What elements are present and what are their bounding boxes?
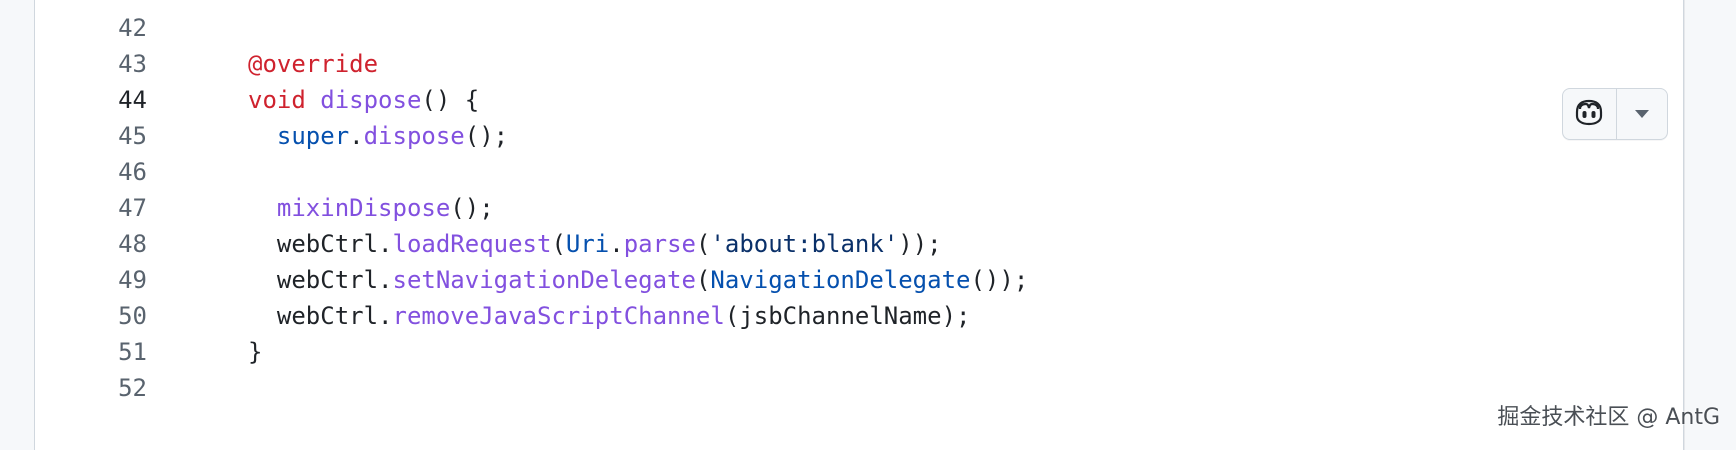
code-token-plain: webCtrl. xyxy=(248,230,393,258)
line-number[interactable]: 44 xyxy=(118,86,147,114)
line-number[interactable]: 43 xyxy=(118,50,147,78)
code-token-plain: webCtrl. xyxy=(248,302,393,330)
line-number[interactable]: 45 xyxy=(118,122,147,150)
code-token-function: removeJavaScriptChannel xyxy=(392,302,725,330)
code-token-type: Uri xyxy=(565,230,610,258)
copilot-button[interactable] xyxy=(1563,89,1617,139)
line-code: mixinDispose(); xyxy=(248,188,494,228)
code-token-function: dispose xyxy=(320,86,422,114)
code-token-function: parse xyxy=(623,230,696,258)
code-token-string: 'about:blank' xyxy=(710,230,899,258)
watermark: 掘金技术社区 @ AntG xyxy=(1497,405,1720,430)
code-line-46: 46 xyxy=(35,152,1683,192)
code-line-42: 42 xyxy=(35,8,1683,48)
line-number[interactable]: 46 xyxy=(118,158,147,186)
code-token-plain: (); xyxy=(450,194,494,222)
copilot-dropdown-button[interactable] xyxy=(1617,89,1667,139)
code-line-49: 49 webCtrl.setNavigationDelegate(Navigat… xyxy=(35,260,1683,300)
code-token-plain: . xyxy=(609,230,624,258)
code-token-plain: ( xyxy=(551,230,566,258)
line-code: @override xyxy=(248,44,378,84)
code-token-keyword: void xyxy=(248,86,306,114)
code-token-plain: } xyxy=(248,338,263,366)
code-token-plain: ()); xyxy=(970,266,1029,294)
code-token-type: NavigationDelegate xyxy=(710,266,971,294)
code-line-50: 50 webCtrl.removeJavaScriptChannel(jsbCh… xyxy=(35,296,1683,336)
code-token-function: dispose xyxy=(363,122,465,150)
code-token-plain: )); xyxy=(898,230,942,258)
code-token-plain: (jsbChannelName); xyxy=(724,302,971,330)
copilot-icon xyxy=(1573,98,1605,130)
line-number[interactable]: 48 xyxy=(118,230,147,258)
line-number[interactable]: 50 xyxy=(118,302,147,330)
code-token-function: loadRequest xyxy=(392,230,552,258)
line-number[interactable]: 47 xyxy=(118,194,147,222)
line-number[interactable]: 49 xyxy=(118,266,147,294)
line-code: webCtrl.removeJavaScriptChannel(jsbChann… xyxy=(248,296,971,336)
code-line-52: 52 xyxy=(35,368,1683,408)
code-token-plain xyxy=(248,194,277,222)
code-token-plain xyxy=(248,122,277,150)
code-line-44: 44 void dispose() { xyxy=(35,80,1683,120)
scrollbar-area[interactable] xyxy=(1684,0,1736,450)
code-token-function: setNavigationDelegate xyxy=(392,266,696,294)
code-line-48: 48 webCtrl.loadRequest(Uri.parse('about:… xyxy=(35,224,1683,264)
line-number[interactable]: 42 xyxy=(118,14,147,42)
code-line-45: 45 super.dispose(); xyxy=(35,116,1683,156)
code-token-plain: webCtrl. xyxy=(248,266,393,294)
line-code: void dispose() { xyxy=(248,80,479,120)
line-number[interactable]: 51 xyxy=(118,338,147,366)
line-code: webCtrl.loadRequest(Uri.parse('about:bla… xyxy=(248,224,942,264)
code-line-43: 43 @override xyxy=(35,44,1683,84)
copilot-button-group[interactable] xyxy=(1562,88,1668,140)
code-token-builtin: super xyxy=(276,122,350,150)
code-token-plain: ( xyxy=(695,266,711,294)
code-token-plain xyxy=(306,86,320,114)
code-line-51: 51} xyxy=(35,332,1683,372)
code-token-function: mixinDispose xyxy=(276,194,451,222)
line-number[interactable]: 52 xyxy=(118,374,147,402)
chevron-down-icon xyxy=(1634,110,1649,118)
line-code: webCtrl.setNavigationDelegate(Navigation… xyxy=(248,260,1028,300)
line-code: super.dispose(); xyxy=(248,116,508,156)
code-token-decorator: @override xyxy=(248,50,379,78)
code-token-plain: ( xyxy=(695,230,711,258)
code-token-plain: . xyxy=(349,122,364,150)
code-line-47: 47 mixinDispose(); xyxy=(35,188,1683,228)
code-token-plain: (); xyxy=(464,122,509,150)
line-code: } xyxy=(248,332,262,372)
code-token-plain: () { xyxy=(421,86,480,114)
